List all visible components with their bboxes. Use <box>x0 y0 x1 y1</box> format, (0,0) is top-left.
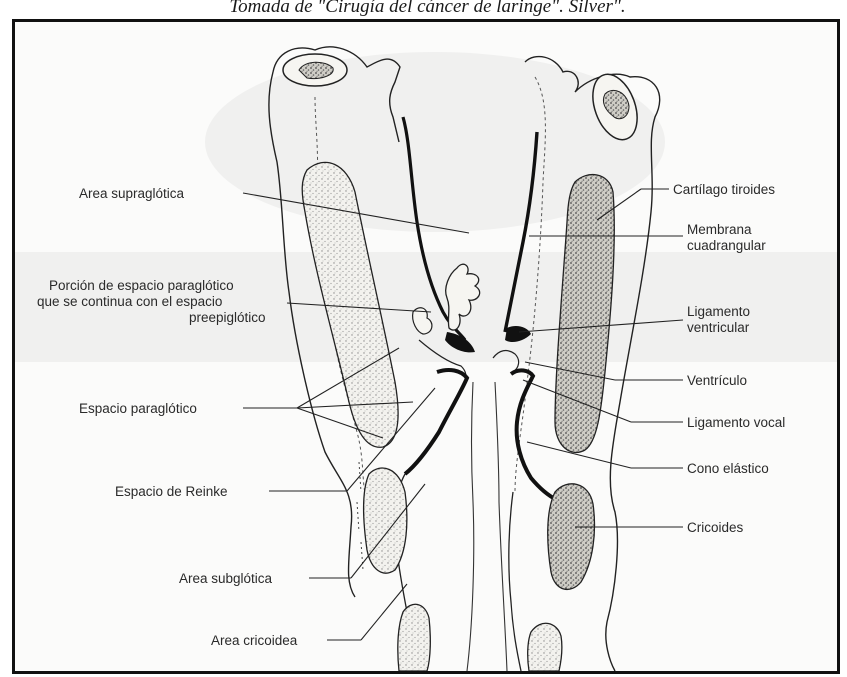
right-cricoid <box>548 484 595 590</box>
label-cricoides: Cricoides <box>687 520 744 535</box>
left-cricoid <box>364 468 407 573</box>
label-ligamento-ventricular-line-1: Ligamento <box>687 304 750 319</box>
label-espacio-reinke: Espacio de Reinke <box>115 484 228 499</box>
label-ventriculo: Ventrículo <box>687 373 747 388</box>
label-cono-elastico: Cono elástico <box>687 461 769 476</box>
right-subglottic-wall <box>509 492 521 671</box>
label-area-supraglotica: Area supraglótica <box>79 186 185 201</box>
label-porcion-line-3: preepiglótico <box>189 310 266 325</box>
label-ligamento-vocal: Ligamento vocal <box>687 415 785 430</box>
diagram-frame: Area supraglótica Porción de espacio par… <box>12 19 840 674</box>
label-ligamento-ventricular-line-2: ventricular <box>687 320 750 335</box>
left-vocal-ligament <box>405 370 467 474</box>
right-vocal-ligament <box>511 370 557 500</box>
central-lumen-right <box>495 382 507 671</box>
label-membrana-line-1: Membrana <box>687 222 752 237</box>
left-tracheal-ring <box>398 604 431 671</box>
label-area-cricoidea: Area cricoidea <box>211 633 298 648</box>
label-porcion-line-1: Porción de espacio paraglótico <box>49 278 234 293</box>
label-membrana-line-2: cuadrangular <box>687 238 766 253</box>
larynx-diagram: Area supraglótica Porción de espacio par… <box>15 22 837 671</box>
left-top-ring <box>283 54 347 86</box>
label-porcion-line-2: que se continua con el espacio <box>37 294 222 309</box>
right-tracheal-ring <box>528 623 562 671</box>
label-espacio-paraglotico: Espacio paraglótico <box>79 401 197 416</box>
label-area-subglotica: Area subglótica <box>179 571 273 586</box>
central-lumen-left <box>467 382 474 671</box>
label-cartilago-tiroides: Cartílago tiroides <box>673 182 775 197</box>
figure-caption: Tomada de "Cirugía del cáncer de laringe… <box>0 0 847 18</box>
